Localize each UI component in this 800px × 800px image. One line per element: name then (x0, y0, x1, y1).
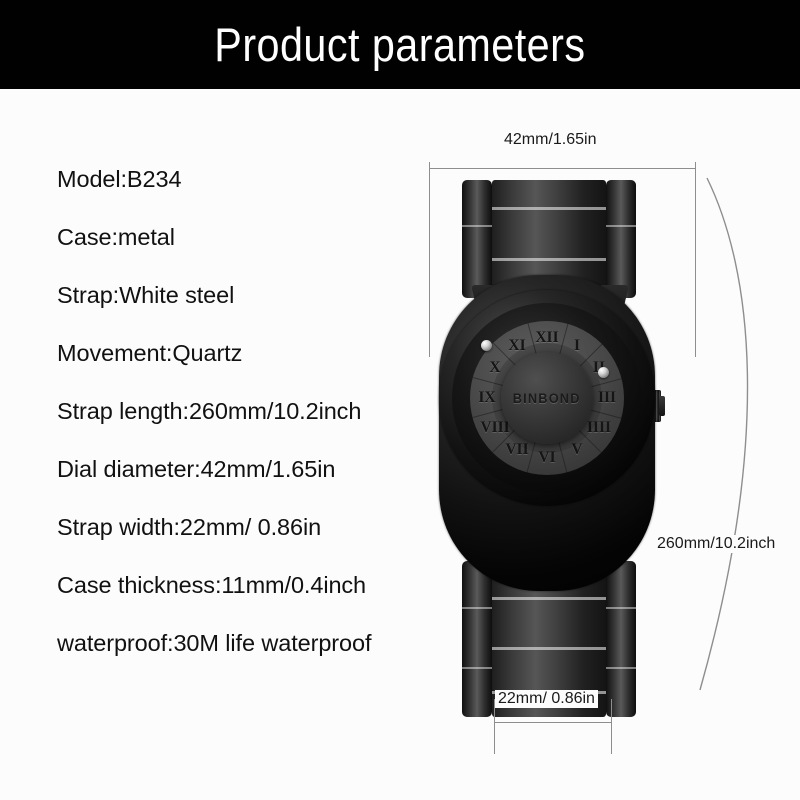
spec-item-strap-length: Strap length:260mm/10.2inch (57, 398, 362, 424)
dim-extension-left-dial (429, 162, 430, 357)
bracelet-seam-lower-2 (492, 647, 606, 650)
brand-label: BINBOND (513, 390, 581, 406)
dim-arc-strap-length-path (699, 177, 749, 691)
dim-line-dial-diameter (429, 168, 696, 169)
watch-illustration: XII I II III IIII V VI VII VIII IX X XI … (400, 95, 800, 800)
bracelet-seam-lower-1 (492, 597, 606, 600)
spec-item-strap-width: Strap width:22mm/ 0.86in (57, 514, 322, 540)
bracelet-link-upper-left (462, 180, 492, 298)
spec-item-model: Model:B234 (57, 166, 182, 192)
dim-label-strap-width: 22mm/ 0.86in (495, 690, 598, 708)
bracelet-seam-upper-4 (606, 225, 636, 227)
dial-marker-ball-right (598, 367, 609, 378)
spec-item-strap: Strap:White steel (57, 282, 235, 308)
watch-brand-hub: BINBOND (501, 352, 593, 444)
bracelet-seam-lower-5 (606, 607, 636, 609)
dim-arc-strap-length-svg (699, 177, 749, 691)
bracelet-seam-lower-4 (462, 607, 492, 609)
page-title: Product parameters (214, 18, 586, 71)
watch-crown-cap (659, 396, 665, 416)
dim-label-strap-length: 260mm/10.2inch (654, 535, 779, 553)
dim-extension-left-width (494, 699, 495, 754)
page-header-banner: Product parameters (0, 0, 800, 89)
spec-item-case-thickness: Case thickness:11mm/0.4inch (57, 572, 367, 598)
bracelet-seam-lower-7 (606, 667, 636, 669)
bracelet-seam-upper-3 (462, 225, 492, 227)
dial-marker-ball-left (481, 340, 492, 351)
bracelet-seam-lower-6 (462, 667, 492, 669)
spec-item-dial-diameter: Dial diameter:42mm/1.65in (57, 456, 336, 482)
dim-extension-right-dial (695, 162, 696, 357)
spec-item-case: Case:metal (57, 224, 175, 250)
product-figure: XII I II III IIII V VI VII VIII IX X XI … (400, 95, 800, 800)
bracelet-seam-upper-2 (492, 258, 606, 261)
spec-item-movement: Movement:Quartz (57, 340, 243, 366)
dim-extension-right-width (611, 699, 612, 754)
bracelet-link-upper-right (606, 180, 636, 298)
bracelet-link-lower-left (462, 561, 492, 717)
bracelet-link-lower-right (606, 561, 636, 717)
bracelet-seam-upper-1 (492, 207, 606, 210)
specification-list: Model:B234 Case:metal Strap:White steel … (57, 166, 477, 690)
dim-line-strap-width (494, 722, 612, 723)
dim-label-dial-diameter: 42mm/1.65in (501, 131, 600, 149)
spec-item-waterproof: waterproof:30M life waterproof (57, 630, 372, 656)
